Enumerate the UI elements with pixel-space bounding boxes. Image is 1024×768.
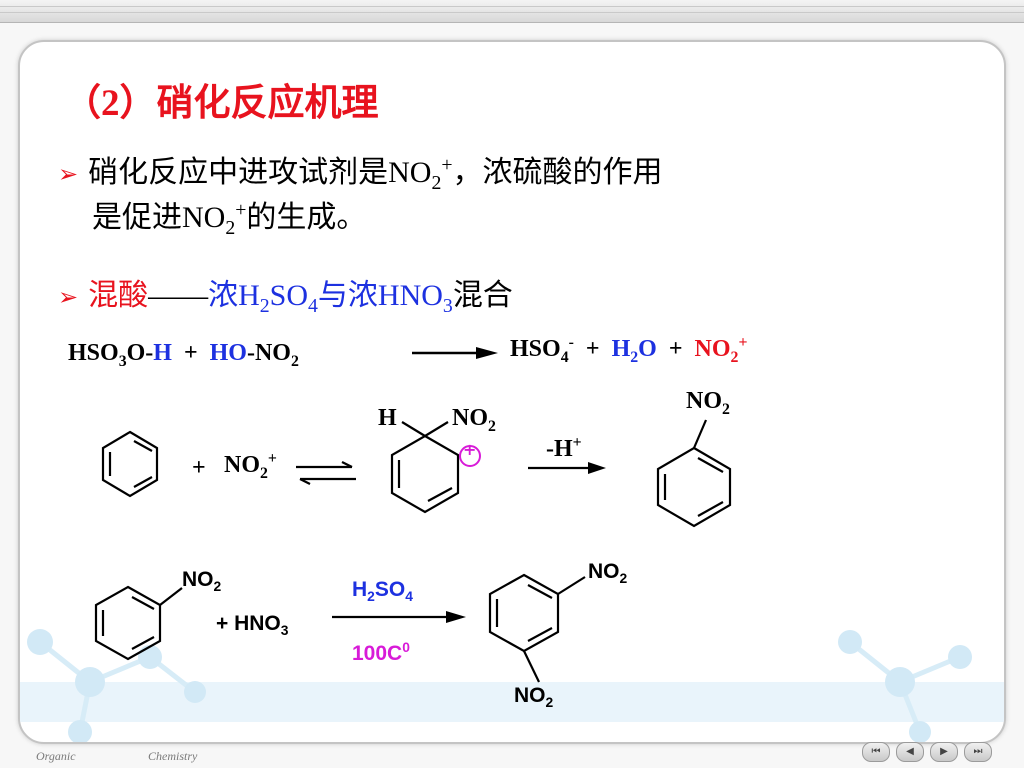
catalyst-label: H2SO4 — [352, 578, 413, 605]
arrow-bullet-icon: ➢ — [58, 160, 79, 188]
positive-charge-icon — [459, 445, 481, 467]
charge-plus-label: + — [463, 440, 477, 459]
next-slide-button[interactable]: ▶ — [930, 742, 958, 762]
product-top-no2-label: NO2 — [588, 560, 628, 587]
intermediate-h-label: H — [378, 405, 397, 431]
mechanism-plus: + — [192, 455, 206, 481]
equation-reactants: HSO3O-H + HO-NO2 — [68, 340, 299, 370]
section-heading: （2）硝化反应机理 — [64, 83, 379, 124]
arrow-bullet-icon: ➢ — [58, 283, 79, 311]
equation-products: HSO4- + H2O + NO2+ — [510, 334, 748, 366]
previous-slide-button[interactable]: ◀ — [896, 742, 924, 762]
intermediate-no2-label: NO2 — [452, 405, 496, 435]
deprotonation-label: -H+ — [546, 434, 582, 462]
footer-right: Chemistry — [148, 749, 198, 763]
window-top-bar — [0, 0, 1024, 23]
product-bottom-no2-label: NO2 — [514, 684, 554, 711]
equation-arrow-icon — [412, 347, 498, 359]
molecule-watermark-icon — [20, 629, 1004, 742]
reagent-label: + HNO3 — [216, 612, 289, 639]
benzene-ring-icon — [101, 430, 159, 498]
slide-panel — [18, 40, 1006, 744]
last-slide-button[interactable]: ⏭ — [964, 742, 992, 762]
footer-left: Organic — [36, 749, 76, 763]
nitrobenzene-group-label: NO2 — [686, 388, 730, 418]
substrate-no2-label: NO2 — [182, 568, 222, 595]
electrophile-label: NO2+ — [224, 450, 277, 482]
first-slide-button[interactable]: ⏮ — [862, 742, 890, 762]
bullet-attacking-reagent: ➢硝化反应中进攻试剂是NO2+，浓硫酸的作用 是促进NO2+的生成。 — [58, 154, 663, 239]
bullet-mixed-acid: ➢混酸——浓H2SO4与浓HNO3混合 — [58, 279, 513, 317]
condition-label: 100C0 — [352, 639, 410, 665]
